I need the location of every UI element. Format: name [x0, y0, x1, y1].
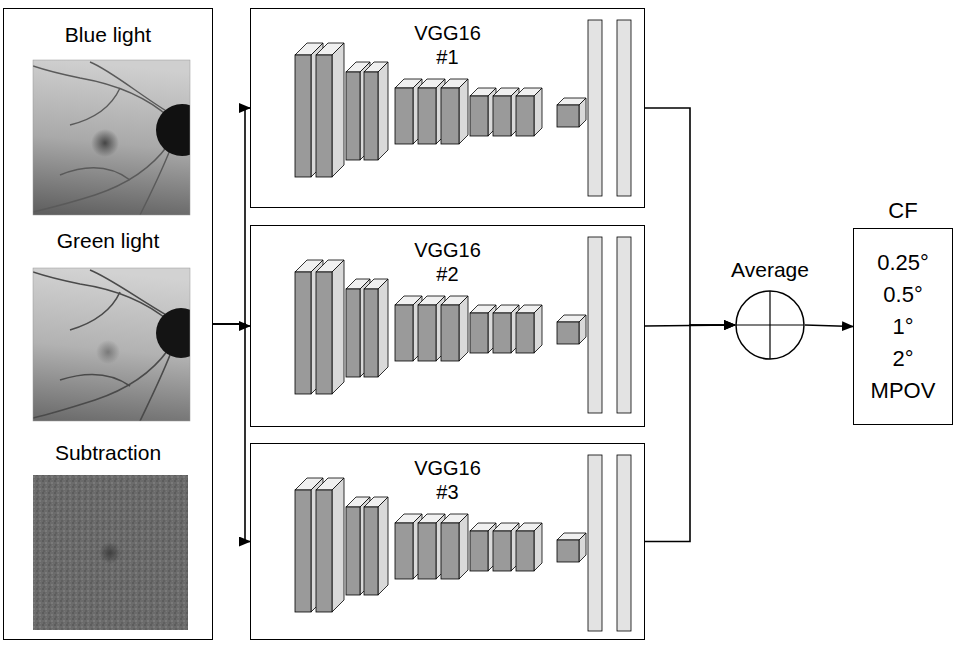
- layer-front: [493, 313, 511, 353]
- layer-side: [534, 523, 542, 571]
- layer-side: [459, 514, 468, 579]
- fc-layer: [588, 237, 602, 413]
- layer-front: [316, 490, 332, 612]
- vessels: [33, 270, 170, 421]
- layer-front: [295, 490, 311, 612]
- layer-side: [378, 62, 388, 160]
- fovea: [96, 340, 120, 364]
- layer-front: [441, 305, 459, 361]
- output-value: 0.25°: [877, 250, 929, 275]
- layer-front: [441, 523, 459, 579]
- output-list: 0.25° 0.5° 1° 2° MPOV: [854, 229, 952, 424]
- layer-front: [441, 88, 459, 144]
- layer-side: [579, 315, 586, 344]
- subtraction-image: [33, 475, 188, 630]
- layer-side: [459, 79, 468, 144]
- layer-front: [346, 72, 360, 160]
- optic-disc: [156, 104, 190, 156]
- layer-front: [493, 531, 511, 571]
- plus-sign: [769, 291, 770, 359]
- image-label: Green light: [4, 229, 212, 253]
- output-value: 1°: [892, 314, 913, 339]
- input-panel: Blue lightGreen lightSubtraction: [3, 8, 213, 640]
- layer-side: [378, 497, 388, 595]
- layer-front: [557, 322, 579, 344]
- layer-front: [493, 96, 511, 136]
- vgg-layers: [295, 20, 631, 631]
- circle-outline: [735, 290, 805, 360]
- output-value: 2°: [892, 346, 913, 371]
- layer-front: [516, 531, 534, 571]
- layer-side: [534, 305, 542, 353]
- fovea: [91, 129, 119, 157]
- layer-side: [332, 260, 344, 394]
- layer-front: [364, 72, 378, 160]
- vessels: [33, 62, 170, 215]
- arrow-connector: [645, 325, 735, 542]
- layer-front: [557, 540, 579, 562]
- arrow-connector: [213, 108, 250, 324]
- fc-layer: [617, 455, 631, 631]
- layer-front: [557, 105, 579, 127]
- image-label: Subtraction: [4, 441, 212, 465]
- arrow-connector: [645, 108, 735, 325]
- fc-layer: [588, 20, 602, 196]
- layer-front: [364, 507, 378, 595]
- layer-side: [459, 296, 468, 361]
- layer-front: [470, 96, 488, 136]
- cnn-box: VGG16 #3: [250, 443, 645, 640]
- layer-front: [346, 507, 360, 595]
- fc-layer: [588, 455, 602, 631]
- output-value: MPOV: [871, 378, 936, 403]
- layer-front: [295, 55, 311, 177]
- layer-front: [470, 313, 488, 353]
- output-box: CF0.25°0.5°1°2°MPOV: [853, 228, 953, 425]
- output-heading: CF: [888, 198, 917, 223]
- arrow-connector: [805, 325, 853, 327]
- layer-front: [395, 88, 413, 144]
- operation-label: Average: [731, 258, 809, 282]
- layer-front: [418, 305, 436, 361]
- layer-side: [534, 88, 542, 136]
- circle-border: [736, 291, 804, 359]
- layer-front: [295, 272, 311, 394]
- blue-fundus-image: [33, 60, 190, 215]
- layer-front: [395, 305, 413, 361]
- network-title: VGG16 #3: [414, 456, 481, 504]
- layer-front: [316, 55, 332, 177]
- green-fundus-image: [33, 268, 190, 421]
- layer-front: [516, 96, 534, 136]
- optic-disc: [156, 308, 190, 358]
- layer-front: [364, 289, 378, 377]
- cnn-box: VGG16 #1: [250, 8, 645, 208]
- layer-front: [346, 289, 360, 377]
- fc-layer: [617, 237, 631, 413]
- noise-ground: [33, 475, 188, 630]
- network-title: VGG16 #1: [414, 21, 481, 69]
- layer-front: [418, 523, 436, 579]
- layer-front: [316, 272, 332, 394]
- output-value: 0.5°: [883, 282, 922, 307]
- image-border: [33, 60, 190, 215]
- average-circle: Average: [735, 290, 805, 360]
- layer-side: [378, 279, 388, 377]
- arrow-connector: [213, 324, 250, 542]
- image-border: [33, 268, 190, 421]
- layer-side: [332, 43, 344, 177]
- layer-side: [579, 533, 586, 562]
- image-label: Blue light: [4, 23, 212, 47]
- fc-layer: [617, 20, 631, 196]
- layer-front: [516, 313, 534, 353]
- cnn-box: VGG16 #2: [250, 225, 645, 427]
- layer-front: [418, 88, 436, 144]
- layer-front: [395, 523, 413, 579]
- macular-spot: [99, 542, 121, 564]
- network-title: VGG16 #2: [414, 238, 481, 286]
- layer-side: [332, 478, 344, 612]
- layer-front: [470, 531, 488, 571]
- layer-side: [579, 98, 586, 127]
